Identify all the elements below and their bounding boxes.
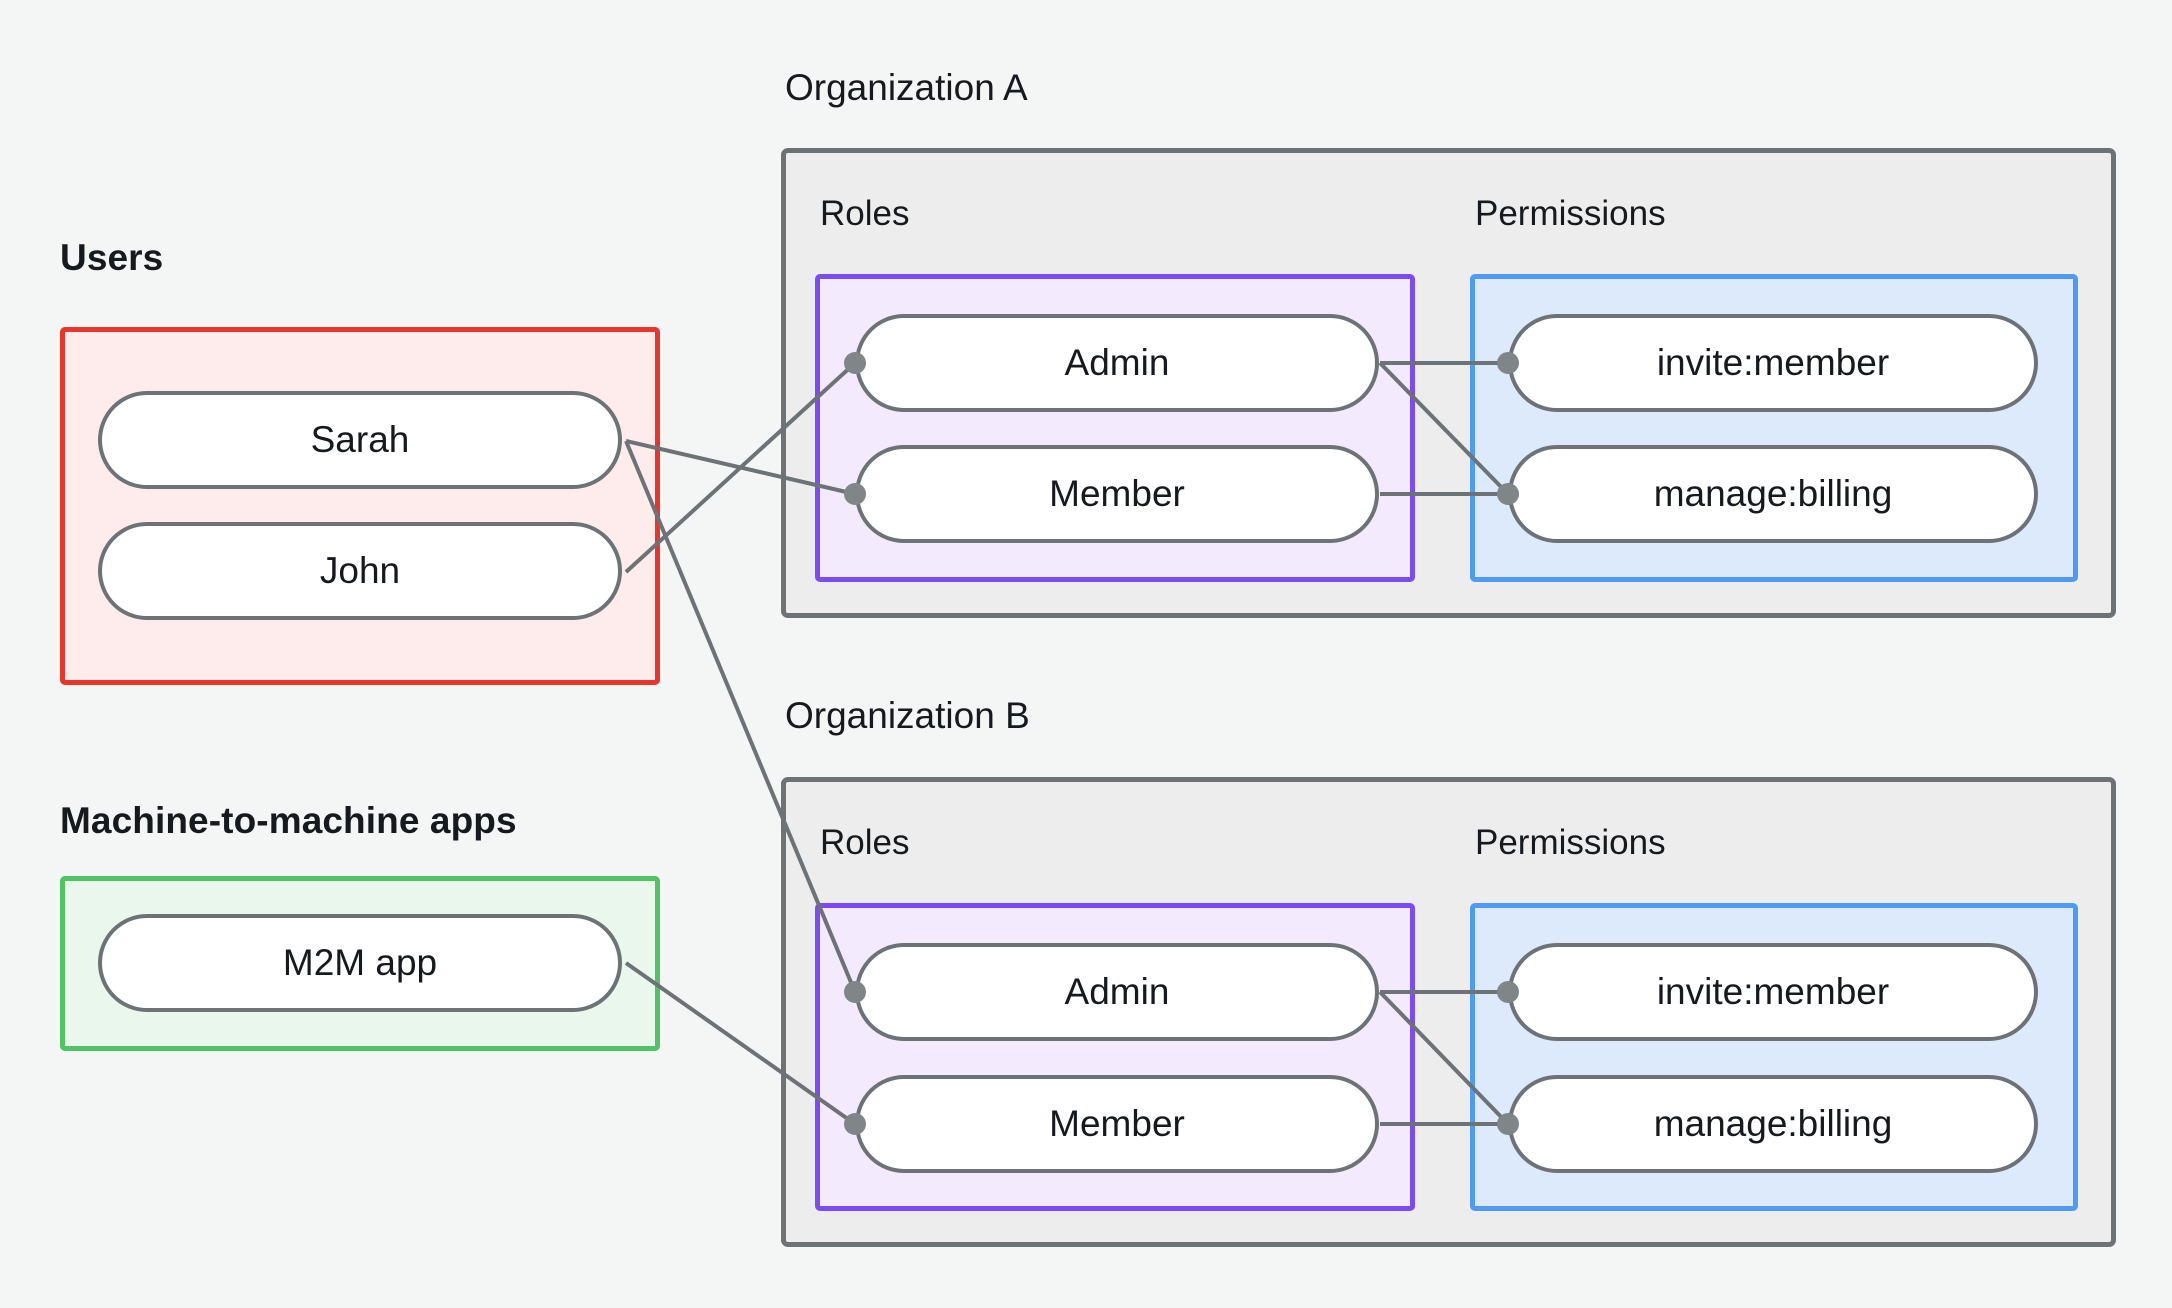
users-container [60, 327, 660, 685]
users-group-label: Users [60, 237, 164, 278]
organization-b-roles-label: Roles [820, 823, 910, 862]
permission-node-orgb-manage-billing[interactable]: manage:billing [1508, 1075, 2038, 1173]
organization-a-label: Organization A [785, 67, 1028, 108]
m2m-node-app[interactable]: M2M app [98, 914, 622, 1012]
organization-b-permissions-label: Permissions [1475, 823, 1666, 862]
organization-b-label: Organization B [785, 695, 1030, 736]
role-node-orga-member[interactable]: Member [855, 445, 1379, 543]
role-node-orgb-member[interactable]: Member [855, 1075, 1379, 1173]
user-node-sarah[interactable]: Sarah [98, 391, 622, 489]
user-node-john[interactable]: John [98, 522, 622, 620]
permission-node-orga-manage-billing[interactable]: manage:billing [1508, 445, 2038, 543]
m2m-group-label: Machine-to-machine apps [60, 800, 517, 841]
permission-node-orga-invite-member[interactable]: invite:member [1508, 314, 2038, 412]
role-node-orgb-admin[interactable]: Admin [855, 943, 1379, 1041]
permission-node-orgb-invite-member[interactable]: invite:member [1508, 943, 2038, 1041]
organization-a-permissions-label: Permissions [1475, 194, 1666, 233]
role-node-orga-admin[interactable]: Admin [855, 314, 1379, 412]
organization-a-roles-label: Roles [820, 194, 910, 233]
